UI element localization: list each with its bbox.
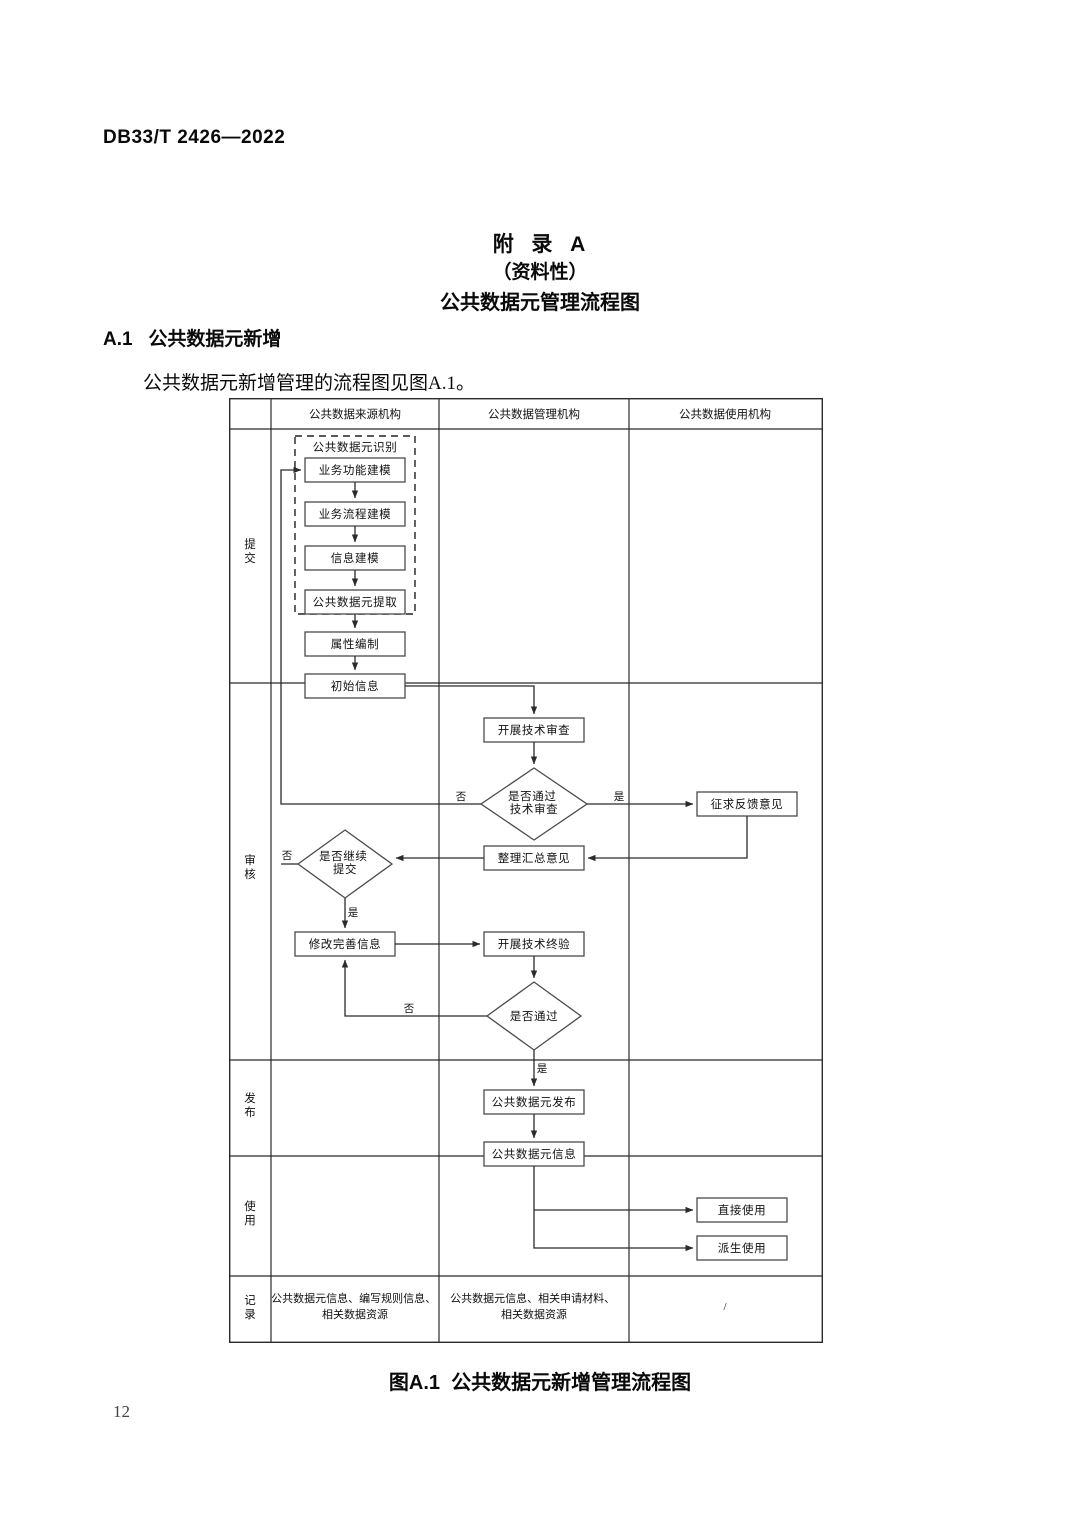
node-data-element-information: [483, 1141, 585, 1167]
node-initial-information: [304, 673, 406, 699]
edge-feedback-to-summarize: [587, 816, 748, 862]
decision-label-final-pass: 是否通过: [510, 1010, 558, 1023]
record-use-org: /: [723, 1301, 727, 1313]
node-publish-data-element: [483, 1089, 585, 1115]
edge-init-to-review: [405, 685, 538, 715]
node-technical-review: [483, 717, 585, 743]
row-label-publish: 发布: [244, 1091, 256, 1119]
node-label-technical-review: 开展技术审查: [498, 723, 571, 737]
row-label-record: 记录: [244, 1294, 256, 1321]
node-label-final-inspection: 开展技术终验: [498, 937, 571, 951]
edge-label-review-yes: 是: [614, 791, 625, 803]
node-revise-information: [294, 931, 396, 957]
row-label-submit: 提交: [244, 537, 256, 565]
node-derivative-use: [696, 1235, 788, 1261]
column-header-manage: 公共数据管理机构: [488, 407, 580, 421]
decision-review-pass: [479, 767, 589, 841]
decision-label-review-pass: 是否通过 技术审查: [508, 790, 560, 816]
figure-caption: 图A.1 公共数据元新增管理流程图: [388, 1372, 692, 1394]
page-header-standard-number: DB33/T 2426—2022: [103, 127, 286, 148]
decision-label-continue-submit: 是否继续 提交: [319, 849, 371, 876]
node-label-data-element-information: 公共数据元信息: [492, 1147, 577, 1161]
page-number: 12: [113, 1402, 130, 1421]
node-label-information-modeling: 信息建模: [331, 551, 379, 565]
edge-final-no: [341, 959, 487, 1017]
record-manage-org: 公共数据元信息、相关申请材料、 相关数据资源: [450, 1291, 618, 1321]
node-label-data-element-extraction: 公共数据元提取: [313, 595, 398, 609]
flowchart-figure: 公共数据来源机构 公共数据管理机构 公共数据使用机构 提交 审核 发布 使用 记…: [229, 398, 823, 1343]
node-direct-use: [696, 1197, 788, 1223]
edge-info-to-derivative: [533, 1166, 694, 1252]
edge-label-continue-yes: 是: [348, 907, 359, 919]
node-business-process-modeling: [304, 501, 406, 527]
node-label-derivative-use: 派生使用: [718, 1241, 766, 1255]
appendix-title: 附 录 A: [492, 233, 588, 256]
column-header-use: 公共数据使用机构: [679, 407, 771, 421]
edge-decision-no-loopback: [280, 466, 481, 805]
edge-label-final-no: 否: [404, 1003, 415, 1015]
appendix-subtitle: （资料性）: [492, 262, 588, 283]
group-title-identification: 公共数据元识别: [313, 440, 398, 454]
node-label-initial-information: 初始信息: [331, 679, 379, 693]
node-label-business-process-modeling: 业务流程建模: [319, 507, 392, 521]
node-data-element-extraction: [304, 589, 406, 615]
node-solicit-feedback: [696, 791, 798, 817]
section-heading-a1: A.1 公共数据元新增: [103, 329, 282, 350]
node-business-function-modeling: [304, 457, 406, 483]
row-label-use: 使用: [244, 1199, 256, 1227]
node-label-revise-information: 修改完善信息: [309, 937, 382, 951]
node-label-summarize-opinions: 整理汇总意见: [498, 851, 571, 865]
edge-label-continue-no: 否: [282, 850, 293, 862]
node-label-solicit-feedback: 征求反馈意见: [711, 797, 784, 811]
node-summarize-opinions: [483, 845, 585, 871]
node-label-business-function-modeling: 业务功能建模: [319, 463, 392, 477]
column-header-source: 公共数据来源机构: [309, 407, 401, 421]
appendix-name: 公共数据元管理流程图: [440, 292, 640, 314]
node-label-publish-data-element: 公共数据元发布: [492, 1095, 577, 1109]
edge-label-review-no: 否: [456, 791, 467, 803]
dashed-group-identification: [294, 435, 416, 615]
node-label-direct-use: 直接使用: [718, 1203, 766, 1217]
section-body-text: 公共数据元新增管理的流程图见图A.1。: [143, 373, 475, 394]
edge-label-final-yes: 是: [537, 1063, 548, 1075]
node-attribute-compilation: [304, 631, 406, 657]
row-label-review: 审核: [244, 853, 256, 881]
node-label-attribute-compilation: 属性编制: [331, 637, 379, 651]
record-source-org: 公共数据元信息、编写规则信息、 相关数据资源: [271, 1291, 439, 1321]
